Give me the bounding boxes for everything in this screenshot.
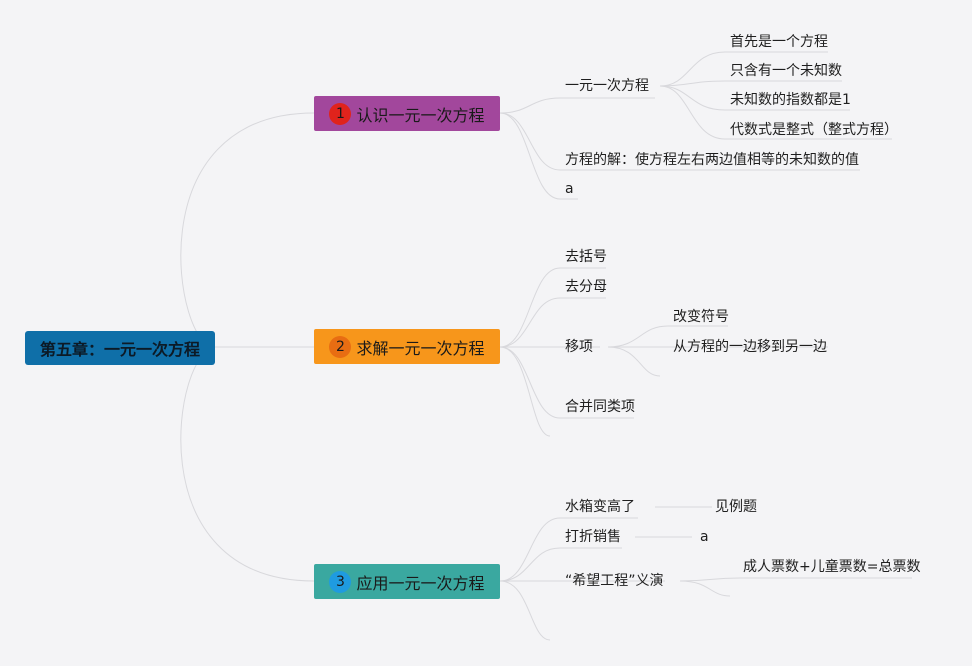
topic-label: 认识一元一次方程 [356,105,485,125]
application-hope-project[interactable]: “希望工程”义演 [565,573,664,589]
link-t3-item2 [499,547,622,582]
topic-apply-linear-equation[interactable]: 3 应用一元一次方程 [314,564,500,599]
link-linear-d4 [659,85,892,140]
subtopic-solution-definition[interactable]: 方程的解：使方程左右两边值相等的未知数的值 [565,152,859,168]
application-discount-sale[interactable]: 打折销售 [565,529,621,545]
detail-integral-expression[interactable]: 代数式是整式（整式方程） [730,122,898,138]
link-t1-linear [499,97,655,114]
link-linear-d2 [659,80,842,87]
link-t3-empty [499,580,551,641]
link-linear-d3 [659,85,850,111]
subtopic-linear-equation[interactable]: 一元一次方程 [565,78,649,94]
step-combine-like-terms[interactable]: 合并同类项 [565,399,635,415]
link-t1-extra [499,112,578,200]
link-item3-detail [679,577,912,582]
link-item3-empty [679,580,731,597]
link-t1-solution [499,112,860,171]
detail-move-to-other-side[interactable]: 从方程的一边移到另一边 [673,339,827,355]
number-badge-2: 2 [329,335,352,358]
topic-solve-linear-equation[interactable]: 2 求解一元一次方程 [314,329,500,364]
central-topic[interactable]: 第五章：一元一次方程 [25,331,215,365]
detail-exponent-one[interactable]: 未知数的指数都是1 [730,92,851,108]
link-root-topic1 [180,112,315,349]
detail-one-unknown[interactable]: 只含有一个未知数 [730,63,842,79]
topic-recognize-linear-equation[interactable]: 1 认识一元一次方程 [314,96,500,131]
link-t2-empty [499,346,551,437]
step-remove-brackets[interactable]: 去括号 [565,249,607,265]
application-water-tank[interactable]: 水箱变高了 [565,499,635,515]
link-move-empty [607,346,661,377]
detail-is-equation[interactable]: 首先是一个方程 [730,34,828,50]
detail-a[interactable]: a [700,529,709,545]
link-t2-step2 [499,297,606,348]
link-linear-d1 [659,51,828,87]
link-t3-item1 [499,517,638,582]
detail-ticket-equation[interactable]: 成人票数+儿童票数=总票数 [743,559,921,575]
link-move-d1 [607,325,728,348]
number-badge-3: 3 [329,570,352,593]
link-root-topic3 [180,347,315,582]
step-move-terms[interactable]: 移项 [565,339,593,355]
detail-change-sign[interactable]: 改变符号 [673,309,729,325]
step-remove-denominators[interactable]: 去分母 [565,279,607,295]
topic-label: 应用一元一次方程 [356,573,485,593]
number-badge-1: 1 [329,102,352,125]
detail-see-example[interactable]: 见例题 [715,499,757,515]
subtopic-extra-a[interactable]: a [565,181,574,197]
central-topic-label: 第五章：一元一次方程 [39,340,200,359]
topic-label: 求解一元一次方程 [356,338,485,358]
link-t2-step1 [499,267,606,348]
